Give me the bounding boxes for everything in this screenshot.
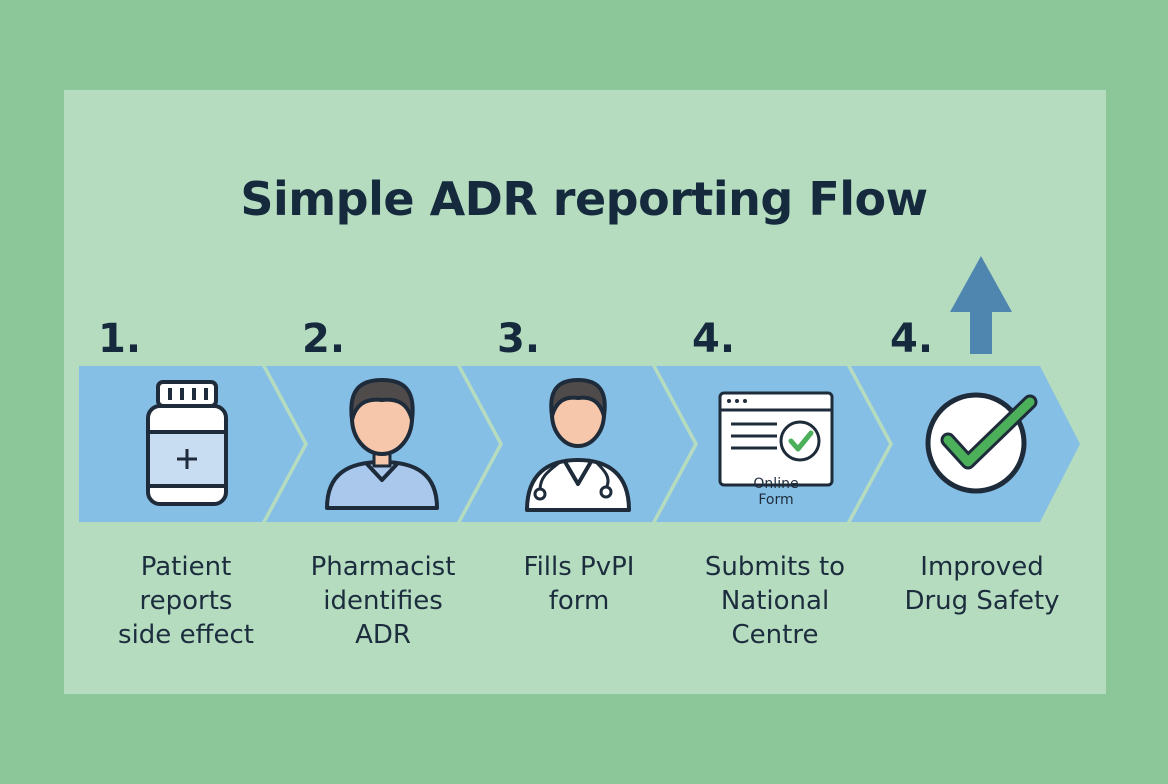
step-3-caption: Fills PvPI form [479, 550, 679, 618]
step-2-number: 2. [302, 316, 346, 362]
step-1-caption: Patient reports side effect [86, 550, 286, 652]
step-4-number: 4. [692, 316, 736, 362]
checkmark-icon [925, 392, 1038, 494]
step-1-caption-line: reports [139, 586, 233, 616]
step-2-caption-line: identifies [323, 586, 443, 616]
step-1-caption-line: Patient [140, 552, 232, 582]
online-form-label-line-2: Form [758, 492, 793, 508]
pharmacist-icon [325, 378, 439, 510]
step-1-number: 1. [98, 316, 142, 362]
diagram-title: Simple ADR reporting Flow [240, 172, 928, 226]
step-4-caption-line: Centre [731, 620, 819, 650]
online-form-icon: Online Form [718, 391, 834, 508]
step-5-caption: Improved Drug Safety [882, 550, 1082, 618]
step-2-caption: Pharmacist identifies ADR [283, 550, 483, 652]
step-2-caption-line: Pharmacist [310, 552, 456, 582]
step-5-caption-line: Improved [920, 552, 1044, 582]
step-5-caption-line: Drug Safety [904, 586, 1060, 616]
up-arrow-icon [950, 256, 1012, 354]
step-4-caption: Submits to National Centre [675, 550, 875, 652]
step-4-caption-line: National [720, 586, 830, 616]
doctor-icon [525, 378, 631, 512]
step-4-caption-line: Submits to [704, 552, 846, 582]
step-3-number: 3. [497, 316, 541, 362]
medicine-bottle-icon [146, 380, 228, 506]
step-3-caption-line: form [548, 586, 610, 616]
step-3-caption-line: Fills PvPI [523, 552, 635, 582]
online-form-label-line-1: Online [753, 476, 798, 492]
step-1-caption-line: side effect [118, 620, 254, 650]
step-2-caption-line: ADR [355, 620, 411, 650]
step-5-number: 4. [890, 316, 934, 362]
